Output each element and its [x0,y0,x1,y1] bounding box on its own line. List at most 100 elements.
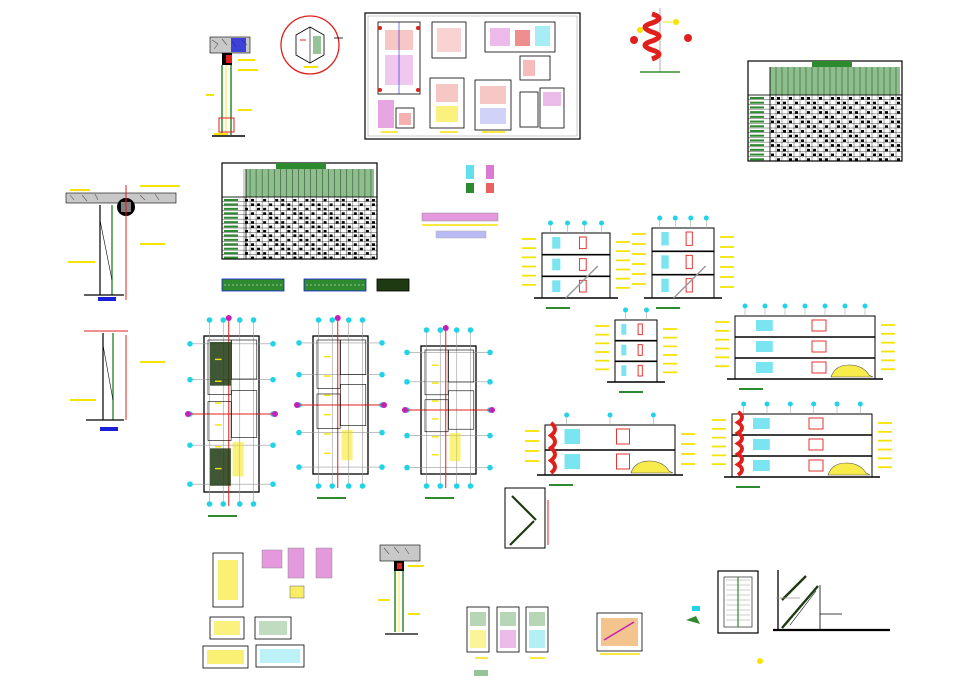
table-cell-mark [873,139,876,142]
presentation-sheet [364,12,581,140]
room-fill [210,448,231,486]
bottom-detail-plans [202,547,333,669]
table-cell-mark [801,115,804,119]
table-cell-mark [813,130,816,133]
room [316,339,341,389]
table-cell-mark [879,144,882,147]
table-cell-mark [825,111,828,114]
circled-detail-callout [280,15,343,75]
section-marker [442,325,449,331]
table-cell-mark [867,148,870,152]
table-cell-mark [771,139,774,142]
table-cell-mark [263,234,267,237]
table-cell-mark [281,243,285,246]
table-cell-mark [825,101,828,105]
table-cell-mark [849,120,852,124]
table-cell-mark [263,243,267,246]
wall-section-detail-top [206,36,258,137]
table-cell-mark [771,144,774,147]
table-cell-mark [251,256,255,260]
table-cell-mark [287,207,291,211]
table-cell-mark [257,207,261,211]
table-cell-mark [885,158,888,161]
table-cell-mark [275,221,279,224]
table-cell-mark [293,207,297,211]
table-cell-mark [849,158,852,161]
table-cell-mark [849,130,852,133]
section-b [632,215,734,309]
table-cell-mark [789,111,792,114]
table-cell-mark [813,148,816,152]
window [661,232,669,246]
room [340,383,367,426]
table-cell-mark [801,106,804,109]
table-cell-mark [245,230,248,233]
table-cell-mark [335,207,339,211]
table-cell-mark [365,216,369,220]
table-cell-mark [269,216,273,220]
table-cell-mark [867,158,870,161]
room [424,399,449,433]
table-cell-mark [861,144,864,147]
table-cell-mark [323,207,327,211]
car-icon [630,460,674,474]
table-cell-mark [867,101,870,105]
table-cell-mark [879,130,882,133]
table-cell-mark [861,106,864,109]
axis-bubble [811,401,817,407]
table-cell-mark [371,225,375,229]
section-outline [731,413,873,478]
table-cell-mark [819,153,822,157]
table-cell-mark [365,243,369,246]
axis-bubble [345,317,352,323]
table-cell-mark [323,230,327,233]
table-cell-mark [777,144,780,147]
window [621,365,627,376]
wall-section-lower [70,330,165,431]
door [811,319,827,332]
table-cell-mark [353,243,357,246]
wall-section-bottom [378,544,424,635]
table-cell-mark [801,153,804,157]
door [637,344,643,356]
table-cell-mark [323,212,327,215]
table-cell-mark [275,216,279,220]
axis-bubble [315,483,322,489]
table-row-label [224,212,238,215]
table-cell-mark [777,120,780,124]
table-row-label [750,134,764,137]
table-cell-mark [819,120,822,124]
table-row-label [224,243,238,246]
table-cell-mark [777,125,780,128]
window [661,278,669,292]
table-cell-mark [777,111,780,114]
table-cell-mark [311,221,315,224]
table-cell-mark [269,212,273,215]
table-cell-mark [347,230,351,233]
table-cell-mark [371,203,375,206]
table-cell-mark [263,221,267,224]
table-cell-mark [783,125,786,128]
door [578,236,587,250]
table-row-label [224,199,238,201]
table-cell-mark [341,221,345,224]
table-cell-mark [257,203,261,206]
axis-bubble [379,340,385,346]
table-cell-mark [879,120,882,124]
table-cell-mark [257,225,261,229]
table-cell-mark [897,97,900,100]
table-cell-mark [263,212,267,215]
axis-bubble [220,501,227,507]
table-cell-mark [819,158,822,161]
window [661,255,669,269]
table-cell-mark [795,125,798,128]
table-cell-mark [245,238,248,242]
axis-bubble [802,303,808,309]
axis-bubble [423,483,430,489]
axis-bubble [467,327,474,333]
table-cell-mark [789,144,792,147]
table-cell-mark [311,225,315,229]
table-cell-mark [281,203,285,206]
table-cell-mark [335,199,339,202]
axis-bubble [487,464,493,471]
